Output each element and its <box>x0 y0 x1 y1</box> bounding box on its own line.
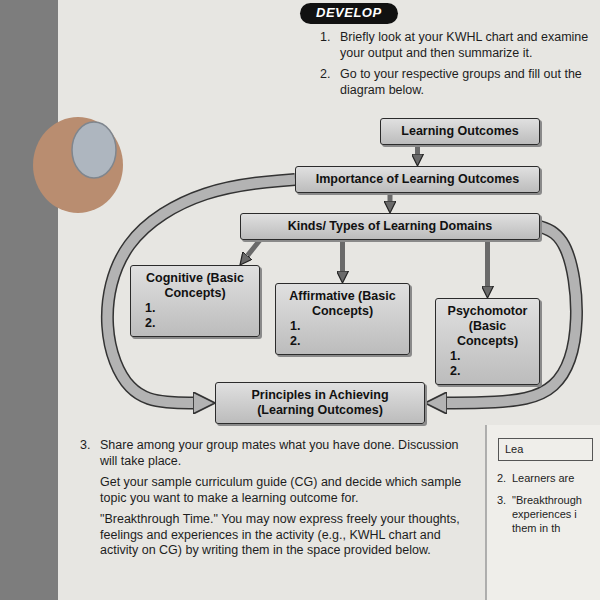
page-gutter <box>485 425 487 600</box>
node-text: Lea <box>505 443 586 456</box>
section-badge: DEVELOP <box>300 3 398 24</box>
thumb-nail <box>72 122 116 178</box>
arrow-shaft <box>415 145 420 154</box>
down-arrow <box>247 240 260 256</box>
arrow-shaft <box>388 193 393 201</box>
domain-box: Affirmative (Basic Concepts)1.2. <box>275 283 410 355</box>
instruction-text: Share among your group mates what you ha… <box>100 438 470 469</box>
facing-page-text: "Breakthrough <box>512 494 597 508</box>
down-arrow <box>417 145 418 154</box>
domain-box: Psychomotor (Basic Concepts)1.2. <box>435 298 540 385</box>
node-text: Learning Outcomes <box>389 124 531 139</box>
node-text: Principles in Achieving (Learning Outcom… <box>224 388 416 418</box>
book-page <box>58 0 600 600</box>
step-number: 2. <box>320 67 338 83</box>
list-number: 1. <box>139 301 251 316</box>
facing-page-text: experiences i <box>512 508 597 522</box>
process-box: Importance of Learning Outcomes <box>295 166 540 193</box>
node-text: Affirmative (Basic Concepts) <box>284 289 401 319</box>
arrow-shaft <box>485 240 490 286</box>
down-arrow <box>390 193 391 201</box>
instruction-text: Briefly look at your KWHL chart and exam… <box>340 30 590 61</box>
step-number: 1. <box>320 30 338 46</box>
instruction-text: "Breakthrough Time." You may now express… <box>100 512 470 559</box>
thumb <box>33 117 123 213</box>
facing-page <box>486 425 600 600</box>
list-number: 1. <box>444 349 531 364</box>
list-number: 1. <box>284 319 401 334</box>
node-text: Importance of Learning Outcomes <box>304 172 531 187</box>
down-arrow <box>342 240 343 271</box>
instruction-text: Go to your respective groups and fill ou… <box>340 67 590 98</box>
node-text: DEVELOP <box>316 5 382 22</box>
facing-page-text: Learners are <box>512 472 597 486</box>
list-number: 2. <box>139 316 251 331</box>
step-number: 2. <box>497 472 511 486</box>
arrow-shaft <box>247 240 260 256</box>
answer-box: Lea <box>498 438 593 461</box>
domain-box: Cognitive (Basic Concepts)1.2. <box>130 265 260 337</box>
process-box: Kinds/ Types of Learning Domains <box>240 213 540 240</box>
facing-page-text: them in th <box>512 522 597 536</box>
list-number: 2. <box>284 334 401 349</box>
node-text: Cognitive (Basic Concepts) <box>139 271 251 301</box>
step-number: 3. <box>497 494 511 508</box>
step-number: 3. <box>80 438 98 454</box>
arrow-shaft <box>340 240 345 271</box>
process-box: Principles in Achieving (Learning Outcom… <box>215 382 425 424</box>
node-text: Psychomotor (Basic Concepts) <box>444 304 531 349</box>
process-box: Learning Outcomes <box>380 118 540 145</box>
instruction-text: Get your sample curriculum guide (CG) an… <box>100 475 470 506</box>
node-text: Kinds/ Types of Learning Domains <box>249 219 531 234</box>
down-arrow <box>487 240 488 286</box>
list-number: 2. <box>444 364 531 379</box>
